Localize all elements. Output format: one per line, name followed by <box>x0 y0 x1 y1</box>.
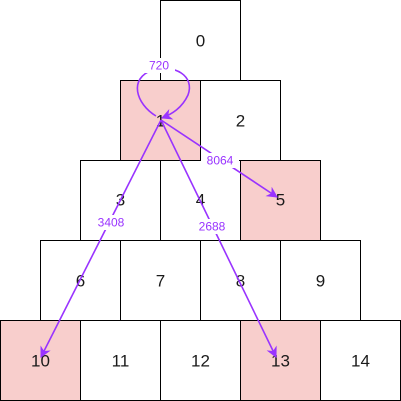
edges-layer: 720 8064 3408 2688 <box>40 58 278 359</box>
cell-label-5: 5 <box>276 191 285 210</box>
edge-1-to-13: 2688 <box>160 119 277 359</box>
edge-label-2688: 2688 <box>199 220 226 234</box>
cell-label-6: 6 <box>76 272 85 291</box>
cell-label-11: 11 <box>112 352 130 371</box>
cell-5: 5 <box>240 160 321 241</box>
edge-1-to-10: 3408 <box>40 119 162 358</box>
cell-label-9: 9 <box>316 272 325 291</box>
cell-label-7: 7 <box>156 272 165 291</box>
cell-7: 7 <box>120 240 201 321</box>
cell-label-10: 10 <box>31 352 50 371</box>
cell-label-8: 8 <box>236 272 245 291</box>
cell-label-14: 14 <box>351 352 370 371</box>
edge-line-1-to-13 <box>160 119 277 359</box>
edge-line-1-to-1 <box>136 67 191 120</box>
cell-9: 9 <box>280 240 361 321</box>
cell-13: 13 <box>240 320 321 401</box>
edge-label-8064: 8064 <box>207 154 234 168</box>
cell-11: 11 <box>80 320 161 401</box>
cell-10: 10 <box>0 320 81 401</box>
edge-1-to-1: 720 <box>136 58 191 120</box>
cell-14: 14 <box>320 320 401 401</box>
cell-8: 8 <box>200 240 281 321</box>
edge-line-1-to-10 <box>40 119 162 358</box>
edge-1-to-5: 8064 <box>160 119 278 198</box>
edge-label-720: 720 <box>149 59 169 73</box>
cell-label-2: 2 <box>236 112 245 131</box>
cell-2: 2 <box>200 80 281 161</box>
cell-label-12: 12 <box>191 352 210 371</box>
edge-label-3408: 3408 <box>98 216 125 230</box>
cell-label-0: 0 <box>196 32 205 51</box>
cell-12: 12 <box>160 320 241 401</box>
